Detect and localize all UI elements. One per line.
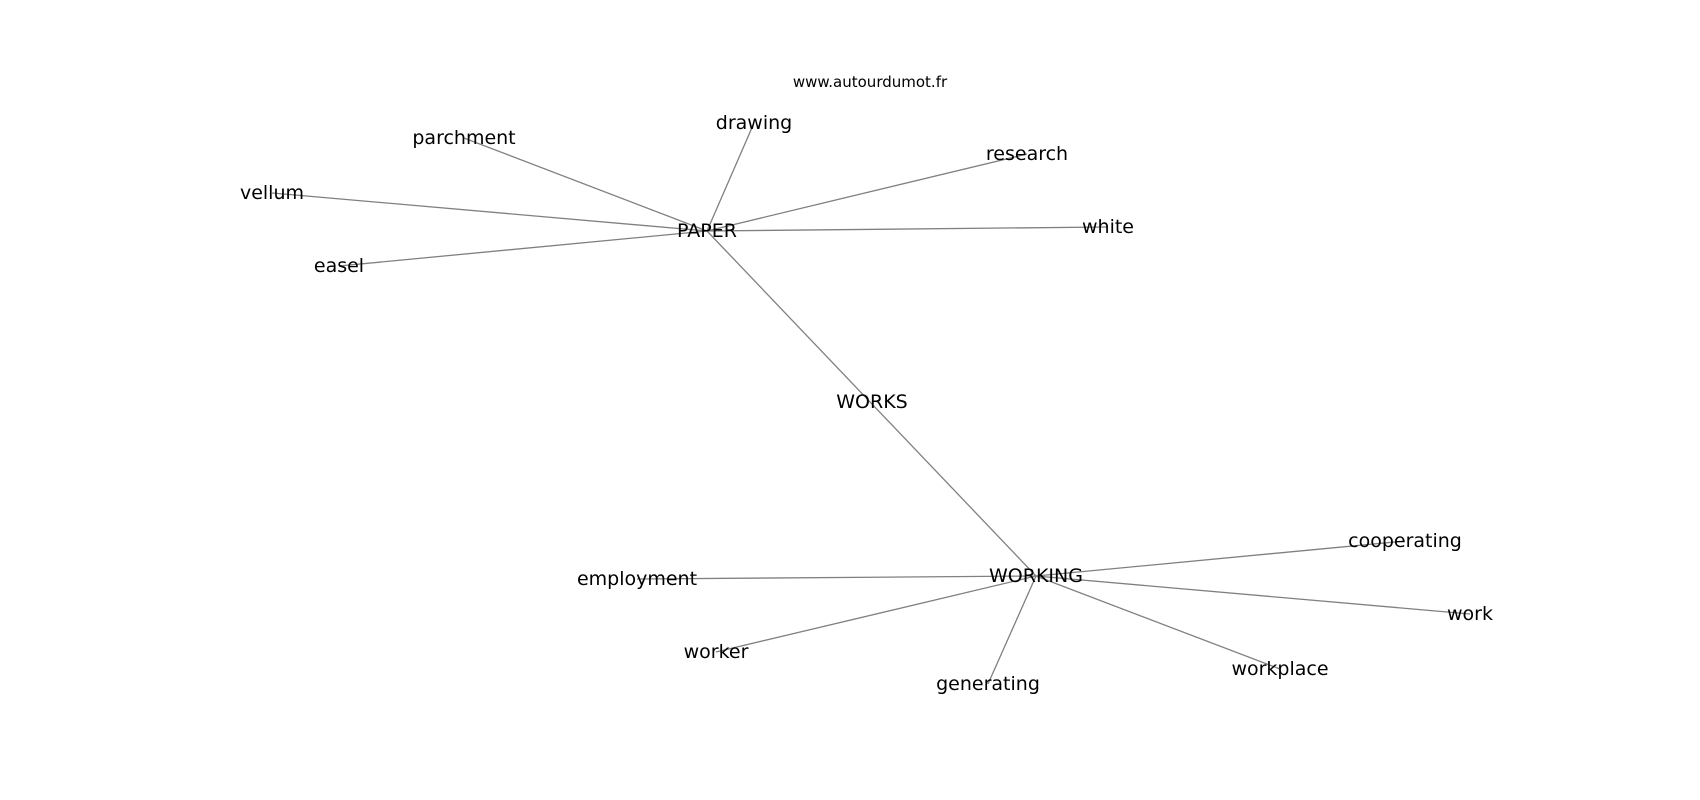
node-label-parchment: parchment (412, 127, 515, 149)
edge-paper-working (706, 230, 1037, 577)
node-label-vellum: vellum (240, 182, 304, 204)
graph-node-labels: PAPER WORKS WORKING parchment drawing researc… (240, 112, 1493, 695)
edge-working-workplace (1035, 575, 1281, 670)
edge-paper-drawing (706, 122, 755, 232)
source-watermark: www.autourdumot.fr (792, 73, 948, 91)
node-label-paper: PAPER (677, 220, 737, 242)
edge-paper-parchment (463, 137, 708, 232)
node-label-worker: worker (684, 641, 749, 663)
node-label-workplace: workplace (1231, 658, 1328, 680)
edge-working-generating (987, 575, 1037, 685)
edge-working-work (1035, 575, 1471, 615)
edge-paper-research (706, 153, 1028, 232)
node-label-working: WORKING (989, 565, 1083, 587)
node-label-works: WORKS (836, 391, 907, 413)
node-label-easel: easel (314, 255, 364, 277)
node-label-generating: generating (936, 673, 1040, 695)
node-label-white: white (1082, 216, 1134, 238)
node-label-work: work (1447, 603, 1493, 625)
edge-paper-easel (338, 230, 708, 267)
node-label-drawing: drawing (716, 112, 792, 134)
graph-edges (271, 122, 1471, 685)
node-label-employment: employment (577, 568, 697, 590)
edge-paper-white (706, 226, 1109, 232)
node-label-research: research (986, 143, 1068, 165)
edge-working-employment (636, 575, 1037, 580)
edge-paper-vellum (271, 192, 708, 232)
edge-working-worker (715, 575, 1037, 653)
node-label-cooperating: cooperating (1348, 530, 1462, 552)
edge-working-cooperating (1035, 540, 1406, 577)
